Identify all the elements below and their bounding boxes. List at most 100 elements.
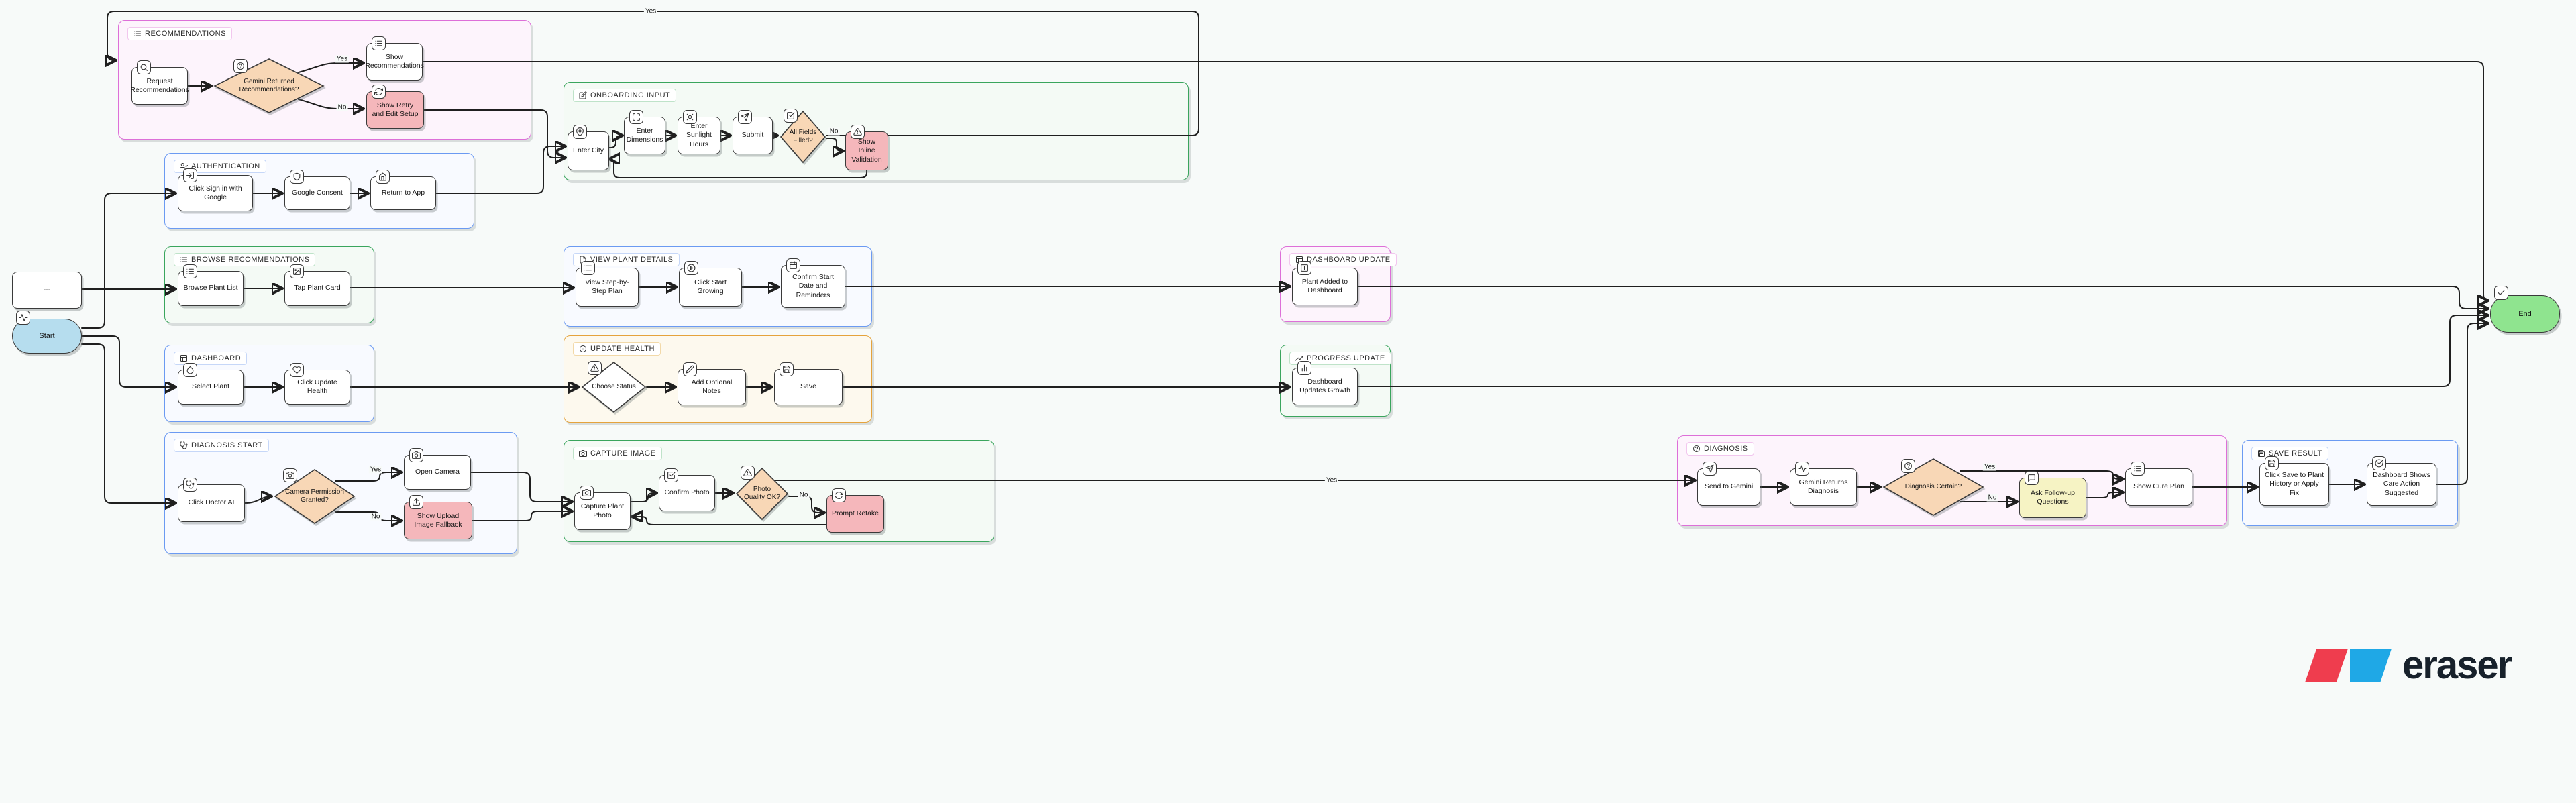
node-enter-dimensions[interactable]: Enter Dimensions — [624, 110, 665, 154]
edge-cameraperm-yes-open[interactable] — [335, 472, 400, 482]
group-onboarding-input[interactable]: ONBOARDING INPUT — [564, 82, 1189, 180]
edge-care-end[interactable] — [2436, 323, 2487, 485]
node-label: Photo Quality OK? — [744, 486, 780, 501]
edge-capture-confirmphoto[interactable] — [630, 493, 655, 502]
edge-retake-loop-capture[interactable] — [633, 517, 827, 525]
bar-chart-icon — [1297, 361, 1311, 375]
edge-label-yes-certain: Yes — [1982, 463, 1997, 471]
group-title: ONBOARDING INPUT — [573, 89, 677, 102]
edge-start-click-doctor[interactable] — [81, 343, 174, 503]
node-label: Prompt Retake — [831, 509, 879, 518]
node-send-to-gemini[interactable]: Send to Gemini — [1697, 462, 1760, 506]
start-terminal[interactable]: Start — [12, 311, 82, 354]
node-enter-sunlight-hours[interactable]: Enter Sunlight Hours — [678, 110, 720, 154]
node-label: Google Consent — [292, 189, 343, 197]
node-show-upload-image-fallback[interactable]: Show Upload Image Fallback — [404, 495, 472, 539]
node-label: Ask Follow-up Questions — [2031, 488, 2075, 506]
node-show-recommendations[interactable]: Show Recommendations — [365, 36, 424, 81]
decision-all-fields-filled[interactable]: All Fields Filled? — [780, 109, 826, 164]
edge-followup-cure[interactable] — [2086, 492, 2122, 498]
node-click-start-growing[interactable]: Click Start Growing — [679, 261, 742, 307]
node-click-save-plant-history[interactable]: Click Save to Plant History or Apply Fix — [2259, 456, 2329, 506]
node-show-retry-edit-setup[interactable]: Show Retry and Edit Setup — [366, 85, 424, 129]
node-tap-plant-card[interactable]: Tap Plant Card — [284, 264, 350, 306]
node-confirm-start-date-reminders[interactable]: Confirm Start Date and Reminders — [781, 258, 845, 308]
group-title: RECOMMENDATIONS — [127, 27, 232, 40]
decision-photo-quality-ok[interactable]: Photo Quality OK? — [735, 466, 789, 521]
decision-diagnosis-certain[interactable]: Diagnosis Certain? — [1882, 458, 1984, 517]
node-request-recommendations[interactable]: Request Recommendations — [130, 60, 189, 105]
node-show-cure-plan[interactable]: Show Cure Plan — [2125, 462, 2192, 506]
camera-icon — [409, 448, 423, 462]
group-title: AUTHENTICATION — [174, 160, 266, 173]
edge-growth-end[interactable] — [1357, 315, 2487, 387]
node-ask-followup-questions[interactable]: Ask Follow-up Questions — [2019, 471, 2086, 518]
node-click-update-health[interactable]: Click Update Health — [284, 363, 350, 405]
node-google-consent[interactable]: Google Consent — [284, 170, 350, 210]
list-icon — [372, 36, 386, 50]
edge-certain-yes-cure[interactable] — [1960, 470, 2122, 479]
node-enter-city[interactable]: Enter City — [568, 125, 609, 170]
node-browse-plant-list[interactable]: Browse Plant List — [178, 264, 244, 306]
node-confirm-photo[interactable]: Confirm Photo — [659, 468, 715, 511]
edge-retry-enter-city[interactable] — [423, 109, 564, 158]
edge-opencamera-capture[interactable] — [470, 472, 571, 502]
edge-upload-capture[interactable] — [472, 511, 571, 521]
refresh-icon — [832, 488, 846, 502]
node-label: Show Retry and Edit Setup — [372, 101, 419, 118]
node-placeholder[interactable]: --- — [12, 272, 82, 309]
edge-plantadded-end[interactable] — [1357, 286, 2487, 309]
node-gemini-returns-diagnosis[interactable]: Gemini Returns Diagnosis — [1790, 462, 1857, 506]
edge-quality-no-retake[interactable] — [788, 496, 823, 513]
group-title-text: DIAGNOSIS — [1704, 445, 1748, 453]
node-prompt-retake[interactable]: Prompt Retake — [826, 488, 884, 533]
edge-start-select-plant[interactable] — [81, 335, 174, 387]
node-label: Enter Sunlight Hours — [686, 122, 712, 148]
node-submit[interactable]: Submit — [733, 110, 773, 154]
node-label: Choose Status — [592, 383, 636, 390]
edge-allfields-no-inline[interactable] — [826, 138, 842, 151]
node-label: Send to Gemini — [1704, 482, 1754, 491]
edge-gemini-yes-show[interactable] — [298, 63, 362, 73]
group-title: VIEW PLANT DETAILS — [573, 253, 680, 266]
node-dashboard-shows-care-action[interactable]: Dashboard Shows Care Action Suggested — [2367, 456, 2436, 506]
node-return-to-app[interactable]: Return to App — [370, 170, 436, 210]
end-terminal[interactable]: End — [2490, 286, 2560, 333]
edge-label-yes-gemini: Yes — [335, 55, 350, 63]
edge-label-yes-allfields: Yes — [643, 7, 658, 15]
edge-label-no-quality: No — [798, 491, 810, 499]
node-select-plant[interactable]: Select Plant — [178, 363, 244, 405]
question-icon — [1901, 459, 1915, 473]
edge-return-enter-city[interactable] — [435, 146, 564, 194]
decision-choose-status[interactable]: Choose Status — [581, 361, 647, 413]
node-label: Submit — [741, 131, 764, 140]
node-label: Tap Plant Card — [294, 284, 341, 292]
node-label: Return to App — [381, 189, 425, 197]
warning-icon — [588, 361, 602, 375]
node-click-sign-in-google[interactable]: Click Sign in with Google — [178, 168, 253, 211]
node-label: Confirm Start Date and Reminders — [792, 273, 834, 299]
edge-label-yes-camera: Yes — [368, 466, 383, 474]
node-add-optional-notes[interactable]: Add Optional Notes — [678, 362, 746, 405]
node-view-step-by-step-plan[interactable]: View Step-by-Step Plan — [576, 261, 639, 307]
node-capture-plant-photo[interactable]: Capture Plant Photo — [574, 486, 631, 530]
node-plant-added-to-dashboard[interactable]: Plant Added to Dashboard — [1292, 261, 1358, 305]
node-click-doctor-ai[interactable]: Click Doctor AI — [178, 478, 245, 522]
group-title: DIAGNOSIS — [1686, 442, 1754, 456]
edge-showreco-end[interactable] — [422, 61, 2487, 301]
node-save[interactable]: Save — [774, 362, 843, 405]
decision-camera-permission-granted[interactable]: Camera Permission Granted? — [274, 468, 356, 525]
node-label: Capture Plant Photo — [580, 502, 625, 519]
decision-gemini-returned-recommendations[interactable]: Gemini Returned Recommendations? — [213, 58, 325, 114]
check-circle-icon — [2372, 456, 2386, 470]
node-open-camera[interactable]: Open Camera — [404, 448, 471, 490]
node-show-inline-validation[interactable]: Show Inline Validation — [845, 125, 888, 170]
node-label: Add Optional Notes — [691, 378, 733, 395]
node-dashboard-updates-growth[interactable]: Dashboard Updates Growth — [1292, 361, 1358, 405]
plus-square-icon — [1297, 261, 1311, 275]
group-title-text: ONBOARDING INPUT — [590, 91, 671, 99]
edge-start-signin[interactable] — [81, 193, 174, 329]
edge-doctor-cameraperm[interactable] — [244, 496, 270, 504]
edge-city-dimensions[interactable] — [608, 136, 621, 148]
edge-inline-loop-city[interactable] — [610, 159, 867, 178]
